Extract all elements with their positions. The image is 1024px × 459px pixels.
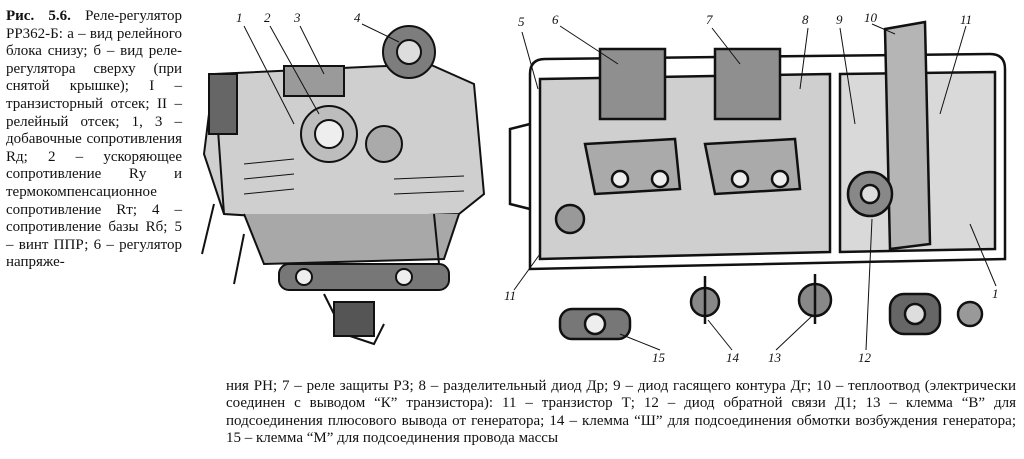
figure-caption-side: Рис. 5.6. Реле-регулятор РР362-Б: а – ви… [6,8,182,272]
figure-b-callout-7: 7 [706,12,713,27]
figure-b-callout-15: 15 [652,350,666,365]
figure-b-callout-6: 6 [552,12,559,27]
figure-b-callout-12: 12 [858,350,872,365]
figure-b-callout-11-left: 11 [504,288,516,303]
figure-a-callout-1: 1 [236,10,243,25]
figure-b-callout-13: 13 [768,350,782,365]
figure-b-callout-1: 1 [992,286,999,301]
figure-b-drawing: 5 6 7 8 9 10 11 11 1 12 13 14 15 [504,10,1007,365]
figure-caption-bottom: ния РН; 7 – реле защиты РЗ; 8 – разделит… [226,378,1016,447]
figure-a-drawing: 1 2 3 4 [201,10,486,346]
figure-b-callout-10: 10 [864,10,878,25]
figure-a-callout-4: 4 [354,10,361,25]
figure-b-callout-14: 14 [726,350,740,365]
figure-caption-title: Рис. 5.6. [6,8,71,24]
figure-a-callout-2: 2 [264,10,271,25]
figure-b-callout-8: 8 [802,12,809,27]
figure-b-callout-11-top: 11 [960,12,972,27]
figure-a-relay-block-bottom: 1 2 3 4 [184,4,502,376]
figure-b-regulator-top: 5 6 7 8 9 10 11 11 1 12 13 14 15 [500,4,1020,376]
figure-caption-side-text: Реле-регулятор РР362-Б: а – вид релейног… [6,8,182,271]
figure-a-callout-3: 3 [293,10,301,25]
figure-b-callout-9: 9 [836,12,843,27]
figure-b-callout-5: 5 [518,14,525,29]
